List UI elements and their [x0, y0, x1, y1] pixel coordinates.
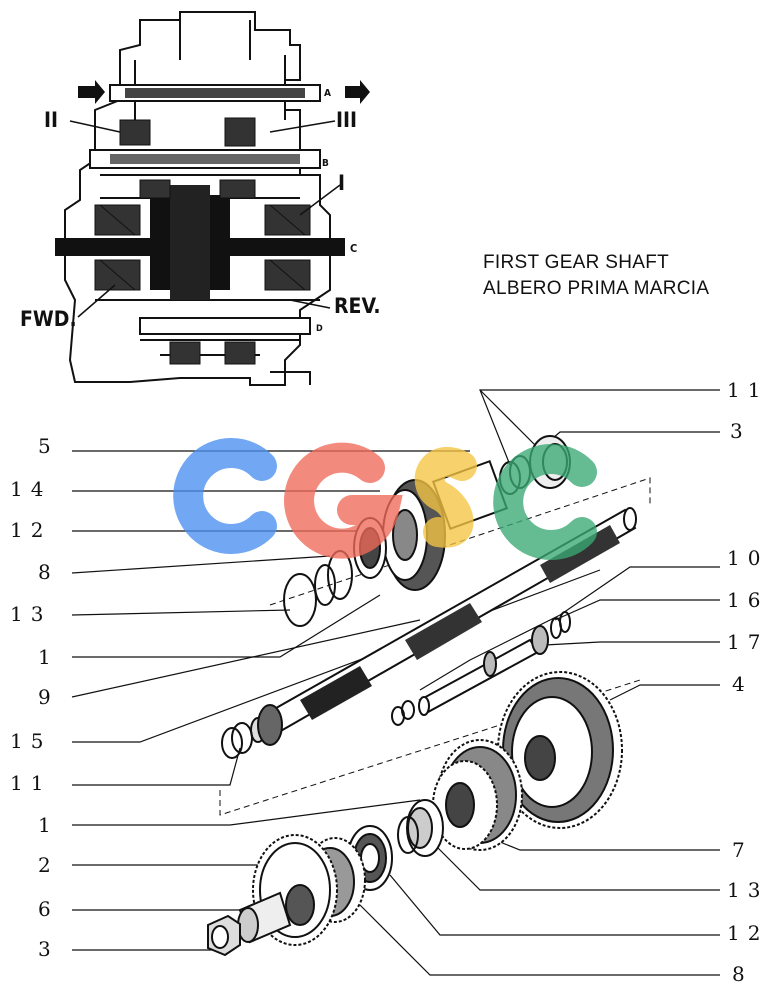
- transmission-section-view: [55, 11, 370, 386]
- page-title: FIRST GEAR SHAFT: [483, 252, 670, 273]
- callout-label: 16: [727, 588, 769, 612]
- callout-label: 10: [727, 546, 769, 570]
- callout-label: 13: [727, 878, 769, 902]
- exploded-parts-drawing: [71, 389, 720, 976]
- callout-label: 8: [732, 962, 753, 986]
- callout-label: 9: [38, 685, 59, 709]
- page-subtitle: ALBERO PRIMA MARCIA: [483, 278, 710, 299]
- callout-label: 14: [10, 477, 52, 501]
- input-arrow-icon: [78, 80, 105, 104]
- label-gear-ii: II: [44, 108, 59, 132]
- callout-label: 13: [10, 602, 52, 626]
- label-shaft-b: B: [322, 158, 329, 169]
- callout-label: 15: [10, 729, 52, 753]
- callout-label: 11: [10, 771, 52, 795]
- callout-label: 8: [38, 560, 59, 584]
- label-gear-iii: III: [336, 108, 358, 132]
- callout-label: 6: [38, 897, 59, 921]
- label-shaft-d: D: [316, 324, 323, 334]
- callout-label: 3: [730, 419, 751, 443]
- callout-label: 4: [732, 672, 753, 696]
- callout-label: 12: [727, 921, 769, 945]
- label-shaft-a: A: [324, 88, 331, 99]
- callout-label: 12: [10, 518, 52, 542]
- callout-label: 2: [38, 853, 59, 877]
- callout-label: 17: [727, 630, 769, 654]
- callout-label: 1: [38, 645, 59, 669]
- label-shaft-c: C: [350, 242, 358, 255]
- label-fwd: FWD.: [20, 307, 77, 331]
- output-arrow-icon: [345, 80, 370, 104]
- callout-label: 1: [38, 813, 59, 837]
- callout-label: 7: [732, 838, 753, 862]
- callout-label: 5: [38, 434, 59, 458]
- callout-label: 11: [727, 378, 769, 402]
- label-rev: REV.: [334, 294, 381, 318]
- callout-label: 3: [38, 937, 59, 961]
- label-gear-i: I: [338, 171, 346, 195]
